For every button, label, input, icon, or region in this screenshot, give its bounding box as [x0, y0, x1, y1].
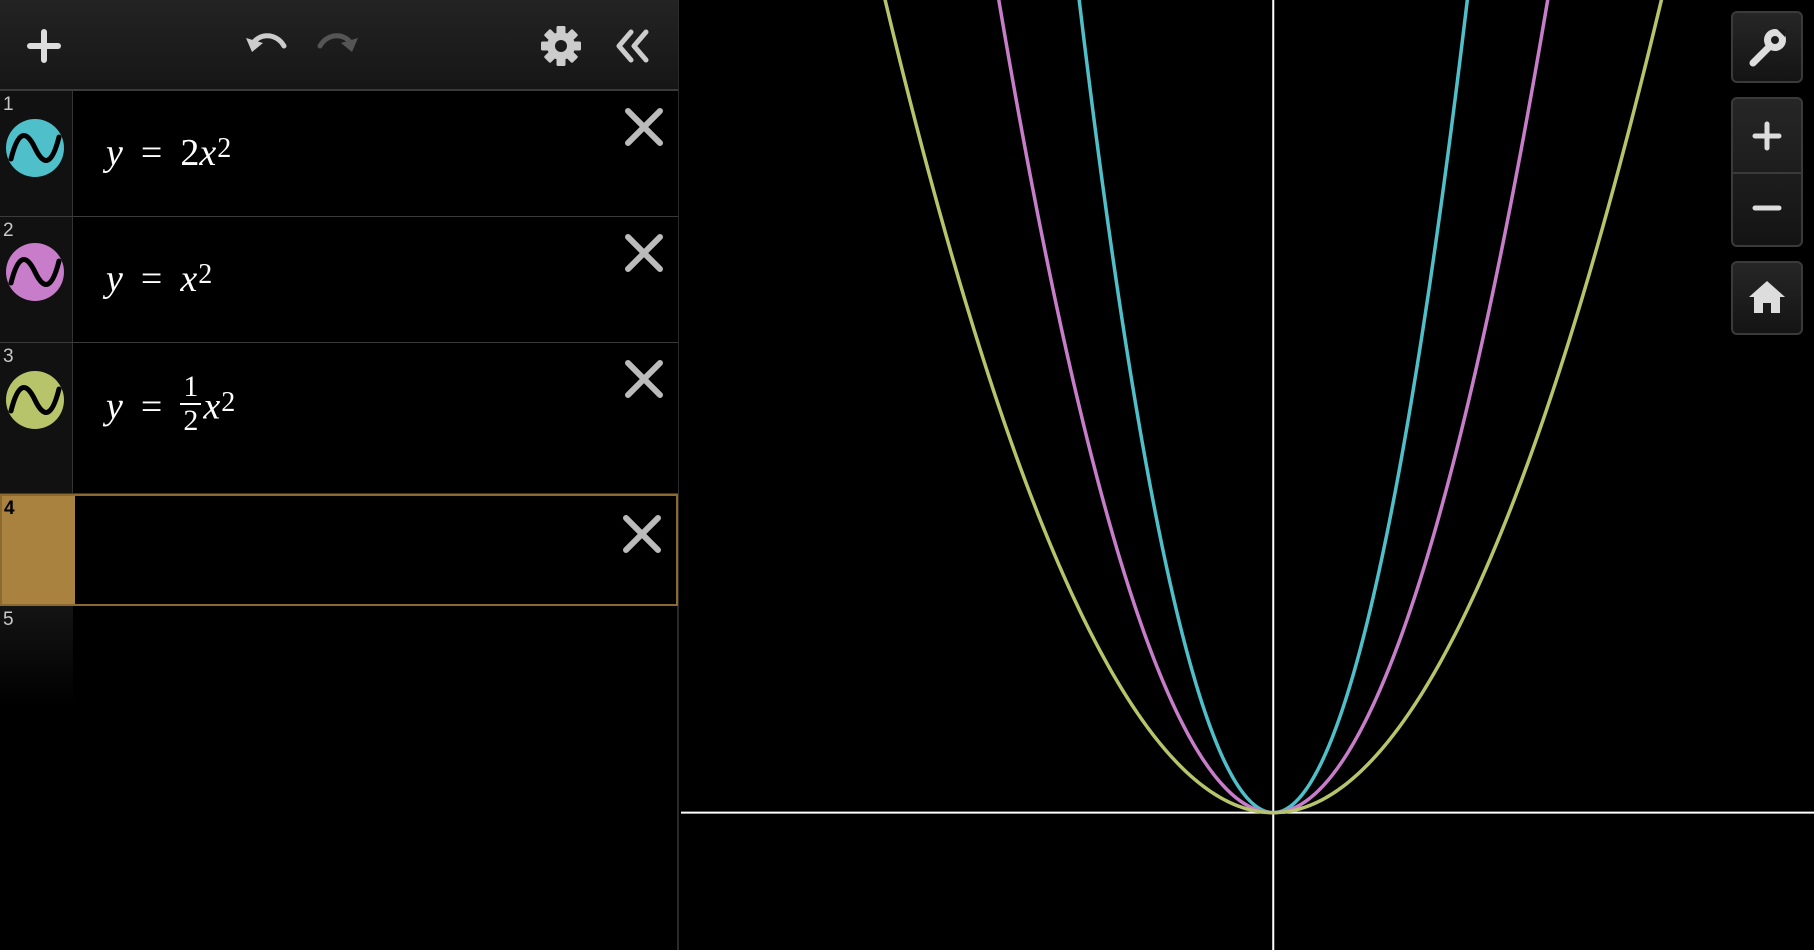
- math-y: y: [106, 258, 123, 300]
- undo-icon: [246, 33, 287, 52]
- redo-icon: [317, 33, 358, 52]
- math-equals: =: [140, 132, 163, 174]
- curve-color-toggle[interactable]: [6, 243, 64, 301]
- expression-gutter: 2: [0, 217, 73, 342]
- zoom-divider: [1733, 172, 1801, 174]
- plus-icon: [1752, 121, 1782, 151]
- wave-icon: [6, 243, 64, 301]
- graph-canvas[interactable]: [681, 0, 1814, 950]
- math-exponent: 2: [221, 386, 236, 418]
- math-equals: =: [140, 258, 163, 300]
- home-icon: [1749, 281, 1785, 313]
- math-y: y: [106, 385, 123, 428]
- delete-expression-button[interactable]: [620, 512, 664, 556]
- zoom-in-button[interactable]: [1733, 99, 1801, 172]
- add-item-button[interactable]: [16, 18, 72, 74]
- expression-row-5[interactable]: 5: [0, 606, 73, 706]
- delete-expression-button[interactable]: [622, 357, 666, 401]
- default-viewport-button[interactable]: [1731, 261, 1803, 335]
- close-icon: [625, 234, 663, 272]
- curve-color-toggle[interactable]: [6, 371, 64, 429]
- collapse-list-button[interactable]: [604, 18, 660, 74]
- close-icon: [625, 360, 663, 398]
- close-icon: [623, 515, 661, 553]
- delete-expression-button[interactable]: [622, 105, 666, 149]
- math-exponent: 2: [217, 133, 232, 164]
- redo-button[interactable]: [310, 18, 366, 74]
- math-x: x: [203, 385, 221, 428]
- wrench-icon: [1749, 29, 1786, 67]
- plus-icon: [27, 29, 61, 63]
- math-x: x: [199, 132, 217, 174]
- math-x: x: [180, 258, 198, 300]
- graph-paper[interactable]: [681, 0, 1814, 950]
- wave-icon: [6, 119, 64, 177]
- fraction-numerator: 1: [180, 371, 202, 405]
- expression-gutter: 1: [0, 91, 73, 216]
- expression-toolbar: [0, 0, 678, 91]
- math-exponent: 2: [198, 259, 213, 290]
- expression-math-field[interactable]: y = x2: [106, 257, 212, 301]
- graph-settings-button[interactable]: [1731, 11, 1803, 83]
- fraction-denominator: 2: [183, 404, 199, 437]
- zoom-controls: [1731, 97, 1803, 247]
- settings-button[interactable]: [533, 18, 589, 74]
- expression-index: 5: [3, 609, 14, 630]
- expression-index: 4: [4, 498, 15, 519]
- expression-index: 1: [3, 94, 14, 115]
- math-coefficient: 2: [180, 132, 200, 174]
- expression-index: 2: [3, 220, 14, 241]
- curve-2[interactable]: [681, 0, 1814, 815]
- expression-gutter: 4: [2, 496, 75, 604]
- expression-index: 3: [3, 346, 14, 367]
- expression-list-panel: 1 y=2x2 2: [0, 0, 679, 950]
- curve-1[interactable]: [681, 0, 1814, 815]
- expression-math-field[interactable]: y = 2x2: [106, 131, 231, 175]
- wave-icon: [6, 371, 64, 429]
- curve-color-toggle[interactable]: [6, 119, 64, 177]
- math-equals: =: [140, 385, 163, 428]
- math-y: y: [106, 132, 123, 174]
- expression-gutter: 3: [0, 343, 73, 493]
- expression-row-4[interactable]: 4: [0, 494, 678, 606]
- gear-icon: [541, 26, 581, 66]
- curve-3[interactable]: [681, 0, 1814, 815]
- expression-row-1[interactable]: 1 y = 2x2: [0, 91, 678, 217]
- minus-icon: [1752, 205, 1782, 211]
- double-chevron-left-icon: [616, 29, 649, 63]
- delete-expression-button[interactable]: [622, 231, 666, 275]
- close-icon: [625, 108, 663, 146]
- zoom-out-button[interactable]: [1733, 174, 1801, 247]
- undo-button[interactable]: [238, 18, 294, 74]
- expression-row-2[interactable]: 2 y=x2: [0, 217, 678, 343]
